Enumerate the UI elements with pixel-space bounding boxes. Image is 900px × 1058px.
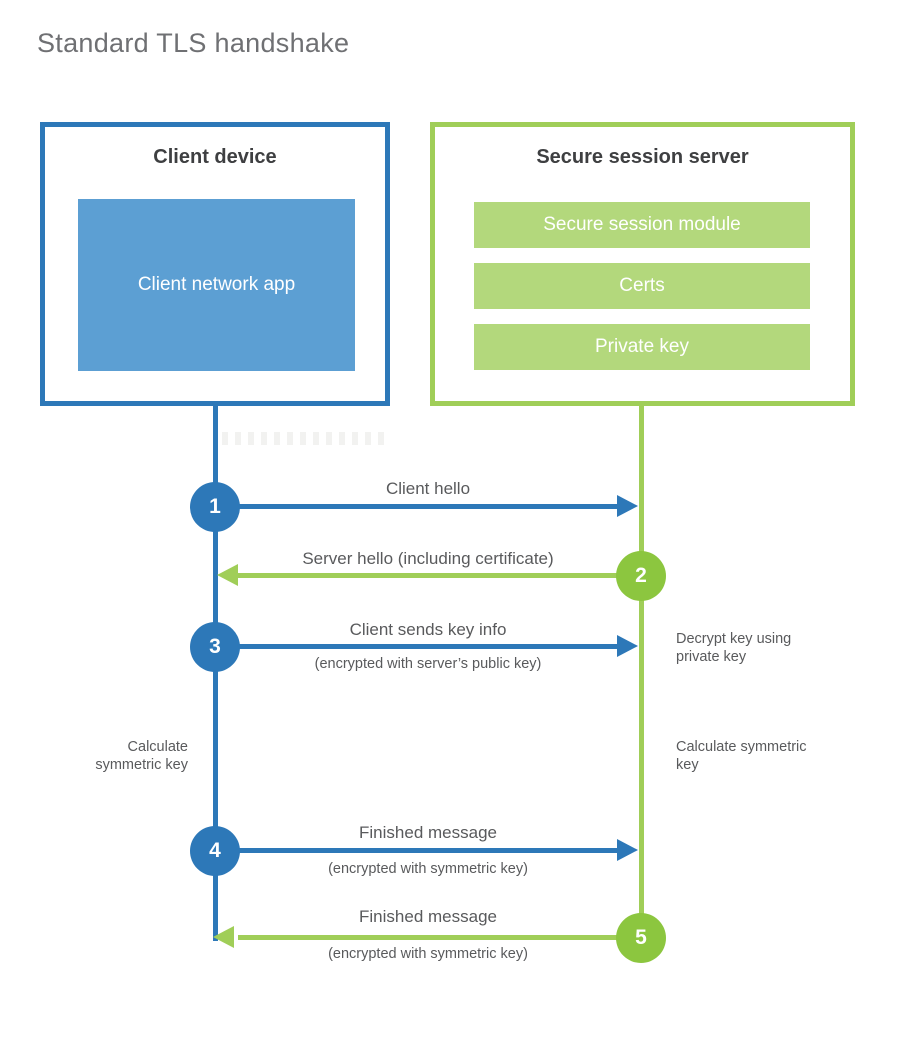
step-1-badge: 1: [190, 482, 240, 532]
step-3-label: Client sends key info: [349, 620, 507, 639]
step-5-badge: 5: [616, 913, 666, 963]
step-3-arrow: [215, 644, 619, 649]
step-5-sublabel: (encrypted with symmetric key): [328, 946, 528, 962]
server-module-certs: Certs: [474, 263, 810, 309]
step-5-arrow: [238, 935, 642, 940]
server-lifeline: [639, 405, 644, 938]
step-4-badge: 4: [190, 826, 240, 876]
step-1-arrow: [215, 504, 619, 509]
step-4-arrow: [215, 848, 619, 853]
step-3-sublabel: (encrypted with server’s public key): [314, 656, 542, 672]
decrypt-key-note: Decrypt key using private key: [676, 631, 792, 665]
server-calculate-note: Calculate symmetric key: [676, 739, 807, 773]
step-5-label: Finished message: [359, 907, 497, 926]
step-3-badge: 3: [190, 622, 240, 672]
step-4-arrowhead-icon: [617, 839, 638, 861]
client-network-app-box: Client network app: [78, 199, 355, 371]
server-module-private-key: Private key: [474, 324, 810, 370]
step-2-label: Server hello (including certificate): [302, 549, 554, 568]
step-2-badge: 2: [616, 551, 666, 601]
faint-dashed-artifact: [222, 432, 390, 445]
step-4-label: Finished message: [359, 823, 497, 842]
client-lifeline: [213, 405, 218, 941]
server-module-secure-session: Secure session module: [474, 202, 810, 248]
client-calculate-note: Calculate symmetric key: [95, 739, 188, 773]
step-4-sublabel: (encrypted with symmetric key): [328, 861, 528, 877]
step-5-arrowhead-icon: [213, 926, 234, 948]
client-device-title: Client device: [153, 146, 277, 168]
page-title: Standard TLS handshake: [37, 28, 350, 58]
server-title: Secure session server: [536, 146, 749, 168]
step-1-arrowhead-icon: [617, 495, 638, 517]
step-2-arrow: [238, 573, 642, 578]
step-1-label: Client hello: [385, 479, 471, 498]
step-2-arrowhead-icon: [217, 564, 238, 586]
step-3-arrowhead-icon: [617, 635, 638, 657]
